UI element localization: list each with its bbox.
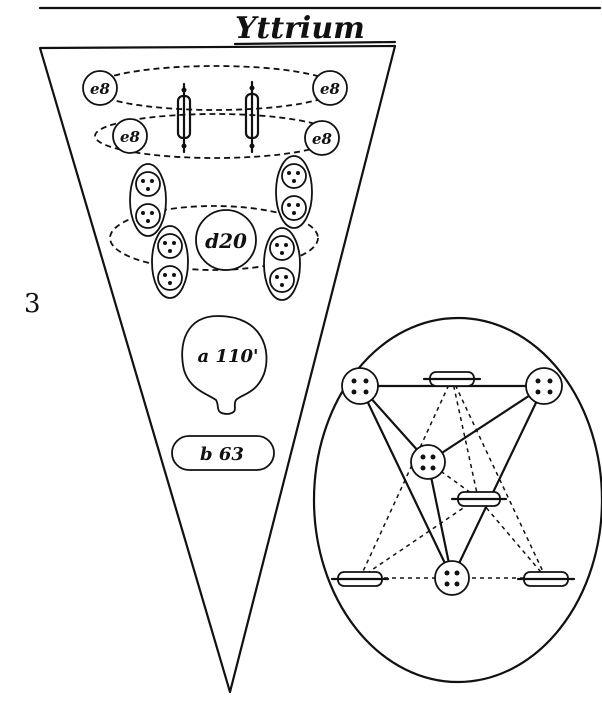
sphere-d20: d20: [196, 210, 256, 270]
funnel: e8 e8 e8 e8: [40, 46, 395, 692]
svg-text:e8: e8: [120, 128, 141, 146]
upper-ring-top: [93, 66, 337, 110]
bead-e8-top-right: e8: [313, 71, 347, 105]
svg-text:e8: e8: [320, 80, 341, 98]
sphere-top-left: [342, 368, 378, 404]
cluster-right-upper: [276, 156, 312, 228]
svg-text:e8: e8: [90, 80, 111, 98]
element-title: Yttrium: [235, 11, 365, 46]
cluster-right-lower: [264, 228, 300, 300]
rod-bottom-right: [518, 572, 574, 586]
sphere-center: [411, 445, 445, 479]
rod-top: [424, 372, 480, 386]
capsule-b63: b 63: [172, 436, 274, 470]
detail-oval: [314, 318, 602, 682]
sphere-top-right: [526, 368, 562, 404]
cluster-left-lower: [152, 226, 188, 298]
rod-right: [246, 82, 258, 152]
sphere-bottom: [435, 561, 469, 595]
svg-text:b 63: b 63: [200, 444, 244, 465]
svg-text:e8: e8: [312, 130, 333, 148]
solid-edges: [360, 386, 544, 578]
cluster-left-upper: [130, 164, 166, 236]
dashed-edges: [360, 378, 546, 578]
rod-middle: [452, 492, 506, 506]
rod-bottom-left: [332, 572, 388, 586]
plate-number: 3: [24, 289, 41, 319]
rod-left: [178, 84, 190, 152]
svg-text:d20: d20: [205, 229, 247, 253]
body-a110: a 110': [182, 316, 266, 414]
bead-e8-bottom-left: e8: [113, 119, 147, 153]
svg-text:a 110': a 110': [197, 346, 258, 367]
bead-e8-top-left: e8: [83, 71, 117, 105]
bead-e8-bottom-right: e8: [305, 121, 339, 155]
